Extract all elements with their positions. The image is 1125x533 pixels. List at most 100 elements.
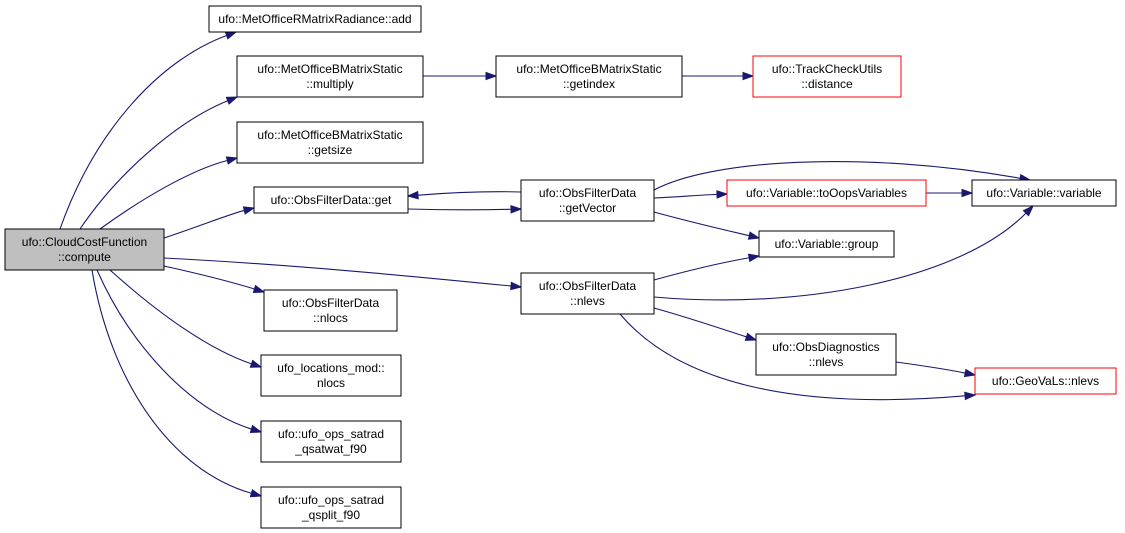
node-box bbox=[971, 179, 1117, 207]
edge-line bbox=[163, 257, 512, 287]
node-label-line: ufo::Variable::variable bbox=[986, 186, 1102, 200]
node-label-line: ufo::CloudCostFunction bbox=[22, 235, 147, 249]
node-box bbox=[726, 179, 927, 207]
arrowhead-icon bbox=[1022, 204, 1035, 217]
edge-line bbox=[99, 159, 228, 230]
node-box bbox=[260, 354, 402, 397]
arrowhead-icon bbox=[225, 96, 239, 105]
edge-obsfilterdata_nlevs-to-variable_variable bbox=[653, 204, 1035, 301]
edge-line bbox=[109, 269, 252, 365]
node-label-line: ufo::MetOfficeBMatrixStatic bbox=[257, 62, 402, 76]
arrowhead-icon bbox=[225, 156, 239, 165]
node-label-line: ::getsize bbox=[308, 143, 353, 157]
node-rmatrix-add[interactable]: ufo::MetOfficeRMatrixRadiance::add bbox=[208, 5, 422, 33]
node-obsdiagnostics-nlevs[interactable]: ufo::ObsDiagnostics::nlevs bbox=[755, 333, 897, 376]
edges-layer bbox=[59, 31, 1035, 498]
node-box bbox=[263, 289, 398, 332]
node-geovals-nlevs[interactable]: ufo::GeoVaLs::nlevs bbox=[974, 367, 1117, 395]
edge-obsdiagnostics_nlevs-to-geovals_nlevs bbox=[895, 361, 977, 378]
edge-bmatrix_getindex-to-trackcheck_distance bbox=[681, 71, 755, 81]
edge-line bbox=[163, 209, 245, 239]
node-box bbox=[974, 367, 1117, 395]
arrowhead-icon bbox=[747, 231, 761, 240]
edge-compute-to-bmatrix_getsize bbox=[99, 156, 239, 230]
arrowhead-icon bbox=[249, 424, 263, 434]
node-label-line: ufo::TrackCheckUtils bbox=[772, 62, 882, 76]
node-label-line: ufo::MetOfficeRMatrixRadiance::add bbox=[218, 12, 411, 26]
node-trackcheck-distance[interactable]: ufo::TrackCheckUtils::distance bbox=[752, 55, 902, 98]
edge-line bbox=[407, 208, 512, 211]
node-box bbox=[236, 121, 424, 164]
node-variable-group[interactable]: ufo::Variable::group bbox=[758, 230, 895, 258]
edge-line bbox=[653, 193, 718, 199]
arrowhead-icon bbox=[510, 281, 523, 291]
arrowhead-icon bbox=[961, 188, 974, 198]
node-box bbox=[752, 55, 902, 98]
arrowhead-icon bbox=[224, 31, 238, 40]
edge-obsfilterdata_nlevs-to-obsdiagnostics_nlevs bbox=[653, 307, 758, 341]
node-box bbox=[755, 333, 897, 376]
edge-line bbox=[417, 191, 522, 196]
edge-line bbox=[653, 160, 1021, 191]
node-compute[interactable]: ufo::CloudCostFunction::compute bbox=[4, 228, 165, 271]
arrowhead-icon bbox=[242, 206, 256, 215]
node-box bbox=[253, 186, 409, 214]
arrowhead-icon bbox=[249, 488, 263, 498]
node-qsplit[interactable]: ufo::ufo_ops_satrad_qsplit_f90 bbox=[260, 486, 402, 529]
node-obsfilterdata-get[interactable]: ufo::ObsFilterData::get bbox=[253, 186, 409, 214]
arrowhead-icon bbox=[964, 391, 977, 401]
edge-obsfilterdata_getvector-to-variable_tooops bbox=[653, 190, 729, 199]
edge-line bbox=[653, 257, 750, 281]
edge-line bbox=[91, 269, 252, 494]
arrowhead-icon bbox=[963, 368, 977, 378]
nodes-layer: ufo::CloudCostFunction::compute ufo::MetO… bbox=[4, 5, 1117, 529]
node-label-line: nlocs bbox=[317, 376, 345, 390]
edge-obsfilterdata_getvector-to-variable_group bbox=[653, 211, 761, 240]
node-bmatrix-getindex[interactable]: ufo::MetOfficeBMatrixStatic::getindex bbox=[495, 55, 683, 98]
edge-line bbox=[96, 269, 252, 430]
arrowhead-icon bbox=[747, 253, 761, 263]
node-label-line: ufo::ufo_ops_satrad bbox=[278, 427, 384, 441]
node-qsatwat[interactable]: ufo::ufo_ops_satrad_qsatwat_f90 bbox=[260, 420, 402, 463]
node-label-line: ::nlevs bbox=[570, 294, 605, 308]
node-label-line: ufo::ufo_ops_satrad bbox=[278, 493, 384, 507]
node-label-line: ::nlevs bbox=[809, 355, 844, 369]
node-variable-tooops[interactable]: ufo::Variable::toOopsVariables bbox=[726, 179, 927, 207]
node-label-line: ufo::Variable::toOopsVariables bbox=[746, 186, 907, 200]
node-label-line: ufo::Variable::group bbox=[775, 237, 879, 251]
node-label-line: ::getindex bbox=[563, 77, 615, 91]
node-label-line: _qsplit_f90 bbox=[301, 508, 360, 522]
edge-line bbox=[79, 100, 228, 230]
edge-compute-to-locations_nlocs bbox=[109, 269, 263, 368]
node-label-line: _qsatwat_f90 bbox=[294, 442, 367, 456]
node-bmatrix-getsize[interactable]: ufo::MetOfficeBMatrixStatic::getsize bbox=[236, 121, 424, 164]
edge-compute-to-bmatrix_multiply bbox=[79, 96, 239, 230]
node-label-line: ::distance bbox=[801, 77, 853, 91]
node-variable-variable[interactable]: ufo::Variable::variable bbox=[971, 179, 1117, 207]
node-label-line: ::multiply bbox=[306, 77, 353, 91]
node-label-line: ufo::ObsDiagnostics bbox=[772, 340, 879, 354]
node-obsfilterdata-nlocs[interactable]: ufo::ObsFilterData::nlocs bbox=[263, 289, 398, 332]
edge-line bbox=[895, 361, 966, 374]
node-box bbox=[495, 55, 683, 98]
arrowhead-icon bbox=[252, 284, 266, 294]
node-label-line: ufo::ObsFilterData bbox=[539, 279, 637, 293]
node-locations-nlocs[interactable]: ufo_locations_mod::nlocs bbox=[260, 354, 402, 397]
arrowhead-icon bbox=[744, 332, 758, 341]
edge-compute-to-obsfilterdata_nlevs bbox=[163, 257, 523, 291]
edge-compute-to-obsfilterdata_nlocs bbox=[163, 265, 266, 294]
edge-line bbox=[653, 211, 750, 237]
node-obsfilterdata-nlevs[interactable]: ufo::ObsFilterData::nlevs bbox=[520, 272, 655, 315]
arrowhead-icon bbox=[742, 71, 755, 81]
node-obsfilterdata-getvector[interactable]: ufo::ObsFilterData::getVector bbox=[520, 179, 655, 222]
node-bmatrix-multiply[interactable]: ufo::MetOfficeBMatrixStatic::multiply bbox=[236, 55, 424, 98]
node-box bbox=[4, 228, 165, 271]
edge-line bbox=[163, 265, 255, 290]
edge-compute-to-rmatrix_add bbox=[59, 31, 238, 230]
node-box bbox=[236, 55, 424, 98]
node-label-line: ufo::MetOfficeBMatrixStatic bbox=[257, 128, 402, 142]
node-label-line: ufo::ObsFilterData::get bbox=[271, 193, 392, 207]
edge-compute-to-qsplit bbox=[91, 269, 263, 498]
node-box bbox=[520, 272, 655, 315]
